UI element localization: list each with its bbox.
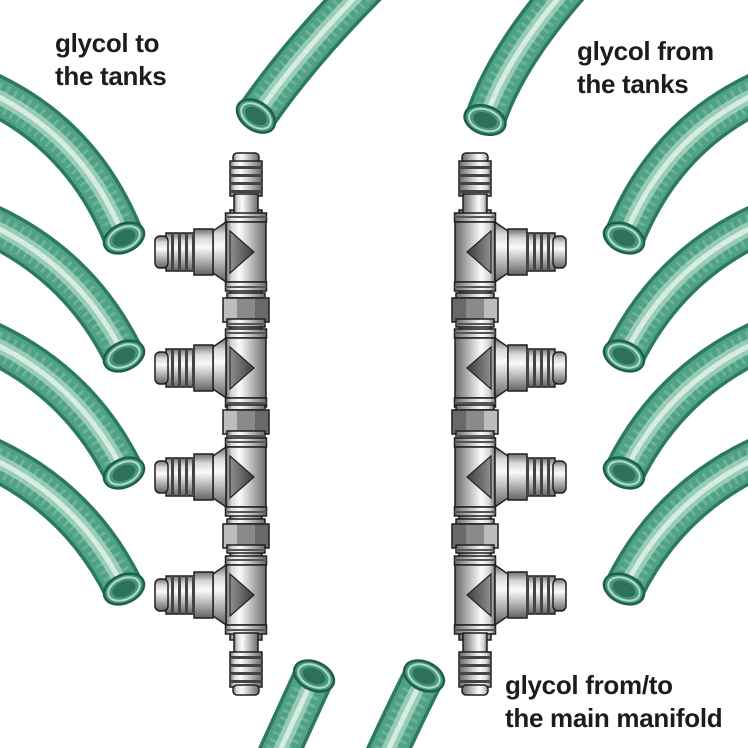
hose-bottom-left xyxy=(272,653,341,748)
label-glycol-to-tanks: glycol to the tanks xyxy=(55,27,167,93)
label-glycol-main-manifold: glycol from/to the main manifold xyxy=(505,669,723,735)
label-glycol-from-tanks: glycol from the tanks xyxy=(577,35,714,101)
label-line: the tanks xyxy=(55,61,167,91)
label-line: the main manifold xyxy=(505,703,723,733)
hose-top-right xyxy=(459,0,574,142)
right-manifold xyxy=(452,153,566,695)
label-line: the tanks xyxy=(577,69,689,99)
hose-top-left xyxy=(229,0,372,141)
right-hoses-group xyxy=(597,88,748,612)
label-line: glycol to xyxy=(55,28,160,58)
label-line: glycol from xyxy=(577,36,714,66)
hose-bottom-right xyxy=(380,653,451,748)
label-line: glycol from/to xyxy=(505,670,673,700)
left-manifold xyxy=(155,153,269,695)
